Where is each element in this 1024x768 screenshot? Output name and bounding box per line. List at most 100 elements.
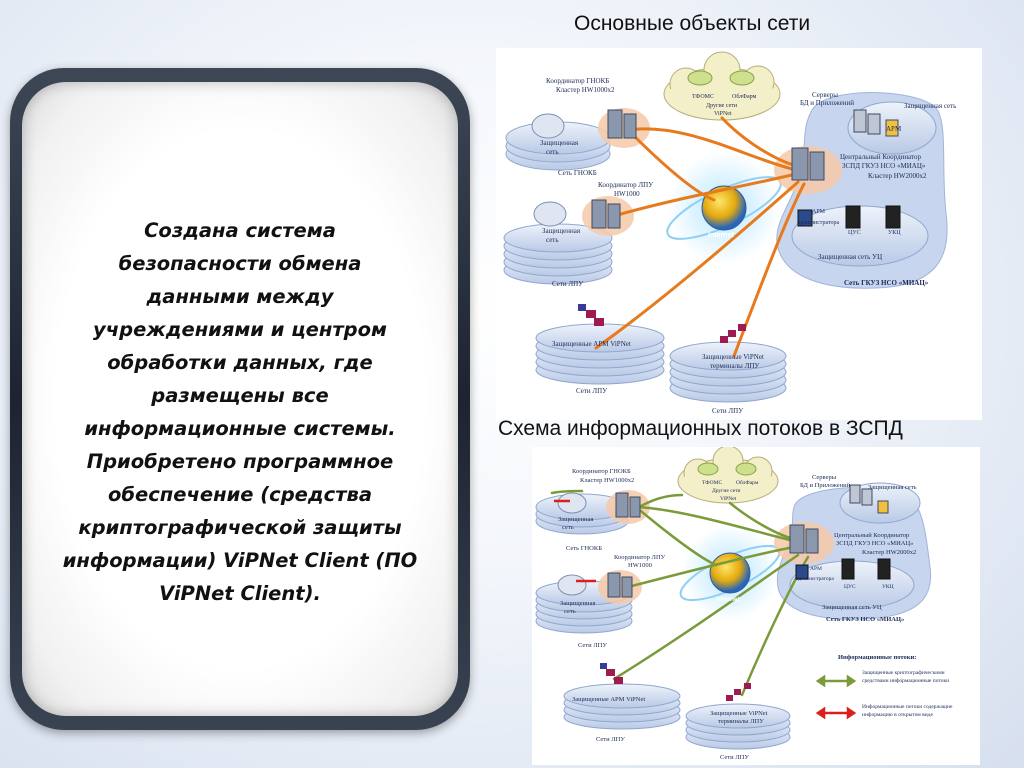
central-coordinator-icon-2 [789, 524, 819, 554]
legend-red-label-2: информацию в открытом виде [862, 712, 933, 718]
coordinator-lpu-icon [591, 199, 621, 229]
text-panel [22, 82, 458, 716]
label2-gnokb-protected-1: Защищенная [558, 516, 594, 523]
label2-servers: Серверы [812, 474, 837, 481]
legend-green-arrow [815, 674, 857, 688]
legend-green-label-1: Защищенные криптографическими [862, 670, 945, 676]
legend-red-label-1: Информационные потоки содержащие [862, 704, 953, 710]
label-net-gkuz: Сеть ГКУЗ НСО «МИАЦ» [844, 279, 929, 287]
network-objects-diagram: Координатор ГНОКБ Кластер HW1000x2 ТФОМС… [496, 48, 982, 420]
label-gnokb-protected-1: Защищенная [540, 139, 579, 147]
label-coord-lpu: Координатор ЛПУ [598, 181, 654, 189]
label-vipnet: ViPNet [714, 111, 732, 117]
info-flows-diagram: Координатор ГНОКБ Кластер HW1000x2 ТФОМС… [532, 447, 980, 765]
vipnet-terminals-stack [669, 341, 787, 403]
lpu-net-stack [503, 201, 613, 285]
arm-vipnet-icon-2 [600, 663, 623, 684]
label-protected-net-uts: Защищенная сеть УЦ [818, 253, 883, 261]
coordinator-gnokb-icon-2 [615, 492, 641, 518]
label2-cluster-hw2000x2: Кластер HW2000x2 [862, 549, 917, 556]
arm-vipnet-stack-2 [563, 683, 681, 730]
label-db-apps: БД и Приложений [800, 99, 854, 107]
other-networks-cloud-2 [677, 447, 779, 504]
vipnet-terminals-icon [720, 324, 746, 343]
label-lpu-protected-2: сеть [546, 236, 559, 244]
label-hw1000: HW1000 [614, 190, 640, 198]
label2-ukts: УКЦ [882, 584, 894, 590]
uts-servers-icon-2 [795, 558, 891, 580]
label2-cluster-hw1000x2: Кластер HW1000x2 [580, 477, 635, 484]
label-arm: АРМ [886, 125, 902, 133]
label2-arm-vipnet: Защищенные АРМ ViPNet [572, 696, 646, 703]
internet-globe-icon [701, 185, 747, 231]
network-objects-graphic [503, 51, 948, 403]
label2-internet: Internet [716, 596, 740, 603]
heading-network-objects: Основные объекты сети [574, 12, 811, 35]
central-coordinator-icon [791, 147, 825, 181]
label-arm-vipnet: Защищенные АРМ ViPNet [552, 340, 631, 348]
info-flows-graphic [535, 447, 932, 750]
db-servers-icon [853, 109, 899, 137]
legend-red-arrow [815, 706, 857, 720]
label-tsus: ЦУС [848, 230, 861, 236]
label-internet: Internet [708, 232, 734, 239]
label-cluster-hw2000x2: Кластер HW2000x2 [868, 172, 927, 180]
coordinator-gnokb-icon [607, 109, 637, 139]
label2-vipnet-terminals-2: терминалы ЛПУ [718, 718, 764, 725]
label2-net-gkuz: Сеть ГКУЗ НСО «МИАЦ» [826, 616, 905, 623]
label-ukts: УКЦ [888, 230, 901, 236]
label2-coord-gnokb: Координатор ГНОКБ [572, 468, 631, 475]
label-net-lpu-2: Сети ЛПУ [576, 387, 608, 395]
label-coord-gnokb: Координатор ГНОКБ [546, 77, 610, 85]
label-vipnet-terminals-1: Защищенные ViPNet [702, 353, 764, 361]
main-description: Создана система безопасности обмена данн… [62, 219, 418, 605]
label2-vipnet: ViPNet [720, 496, 737, 502]
red-flow-lines [554, 499, 596, 583]
label2-gnokb-protected-2: сеть [562, 524, 574, 531]
legend-green-label-2: средствами информационные потоки [862, 678, 950, 684]
label-vipnet-terminals-2: терминалы ЛПУ [710, 362, 760, 370]
label2-protected-net: Защищенная сеть [868, 484, 917, 491]
green-flow-lines [550, 489, 810, 697]
label2-protected-net-uts: Защищенная сеть УЦ [822, 604, 882, 611]
heading-info-flows: Схема информационных потоков в ЗСПД [498, 417, 903, 440]
arm-vipnet-icon [578, 304, 604, 326]
db-servers-icon-2 [849, 484, 889, 514]
legend-title: Информационные потоки: [838, 654, 917, 661]
label-net-lpu-3: Сети ЛПУ [712, 407, 744, 415]
label-arm-admin-2: администратора [798, 220, 840, 226]
label2-net-lpu-1: Сети ЛПУ [578, 642, 607, 649]
label-lpu-protected-1: Защищенная [542, 227, 581, 235]
label2-coord-lpu: Координатор ЛПУ [614, 554, 666, 561]
label-zspd: ЗСПД ГКУЗ НСО «МИАЦ» [842, 162, 926, 170]
label2-hw1000: HW1000 [628, 562, 652, 569]
label2-oblfarm: ОблФарм [736, 480, 759, 486]
label2-net-lpu-2: Сети ЛПУ [596, 736, 625, 743]
flow-lines [594, 116, 806, 358]
coordinator-lpu-icon-2 [607, 572, 633, 598]
label-arm-admin-1: АРМ [812, 209, 826, 215]
label-other-nets: Другие сети [706, 103, 738, 109]
label2-net-gnokb: Сеть ГНОКБ [566, 545, 602, 552]
other-networks-cloud [663, 51, 781, 121]
label-tfoms: ТФОМС [692, 94, 715, 100]
label-net-gnokb: Сеть ГНОКБ [558, 169, 597, 177]
label-servers: Серверы [812, 91, 838, 99]
label-protected-net: Защищенная сеть [904, 102, 957, 110]
label-net-lpu-1: Сети ЛПУ [552, 280, 584, 288]
label2-net-lpu-3: Сети ЛПУ [720, 754, 749, 761]
label2-zspd: ЗСПД ГКУЗ НСО «МИАЦ» [836, 540, 914, 547]
vipnet-terminals-icon-2 [726, 683, 751, 701]
label2-tsus: ЦУС [844, 584, 856, 590]
label2-lpu-protected-1: Защищенная [560, 600, 596, 607]
gnokb-net-stack-2 [535, 492, 629, 535]
label2-db-apps: БД и Приложений [800, 482, 851, 489]
label-cluster-hw1000x2: Кластер HW1000x2 [556, 86, 615, 94]
arm-vipnet-stack [535, 323, 665, 385]
label-central-coord: Центральный Координатор [840, 153, 922, 161]
label2-lpu-protected-2: сеть [564, 608, 576, 615]
label2-vipnet-terminals-1: Защищенные ViPNet [710, 710, 768, 717]
label2-other-nets: Другие сети [712, 488, 741, 494]
vipnet-terminals-stack-2 [685, 703, 791, 750]
label-oblfarm: ОблФарм [732, 94, 757, 100]
